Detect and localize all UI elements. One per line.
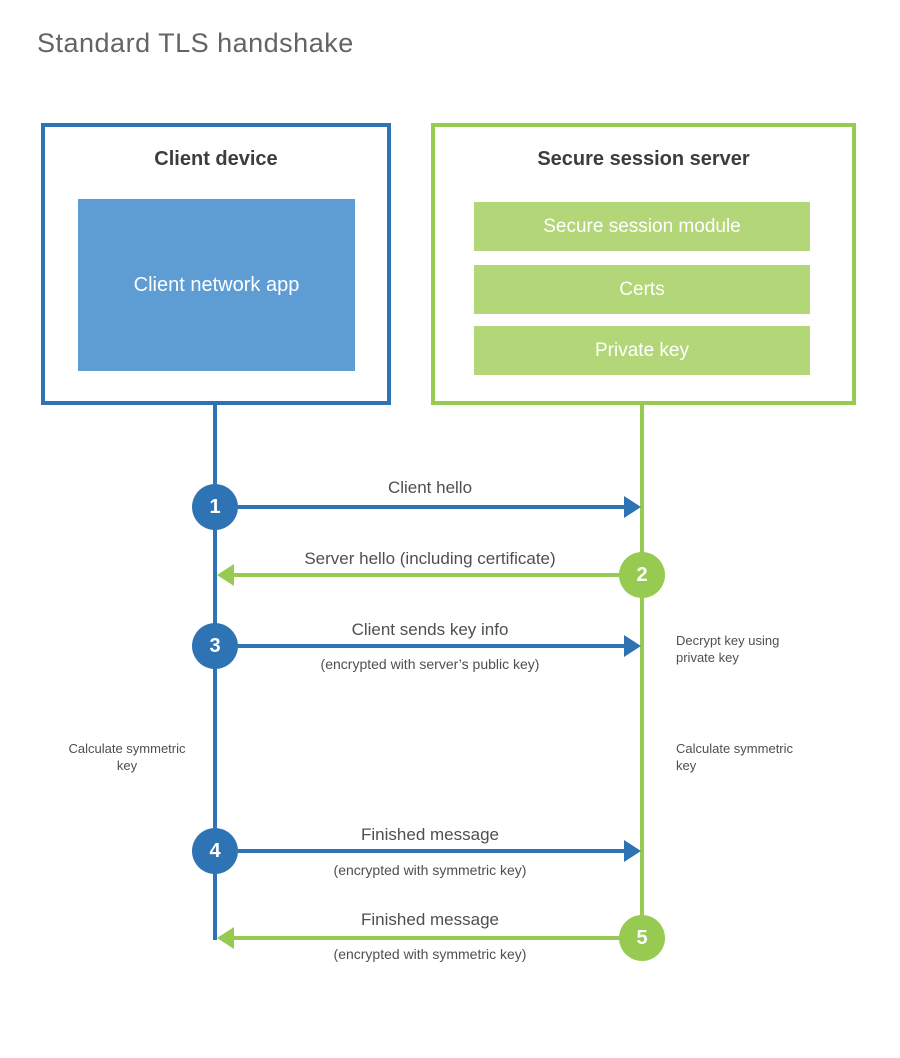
message-label-1: Client hello	[387, 478, 473, 497]
message-arrow-5	[233, 936, 620, 940]
arrowhead-left-icon	[217, 927, 234, 949]
calculate-symmetric-key-note-client: Calculate symmetric key	[68, 741, 186, 774]
private-key-bar: Private key	[474, 326, 810, 375]
message-arrow-2	[233, 573, 620, 577]
secure-session-module-label: Secure session module	[543, 215, 741, 237]
arrowhead-left-icon	[217, 564, 234, 586]
arrowhead-right-icon	[624, 496, 641, 518]
message-sublabel-5: (encrypted with symmetric key)	[333, 946, 527, 962]
certs-bar: Certs	[474, 265, 810, 314]
message-label-2: Server hello (including certificate)	[304, 549, 556, 568]
message-arrow-1	[238, 505, 624, 509]
message-sublabel-4: (encrypted with symmetric key)	[333, 862, 527, 878]
message-sublabel-3: (encrypted with server’s public key)	[320, 656, 540, 672]
secure-session-module-bar: Secure session module	[474, 202, 810, 251]
arrowhead-right-icon	[624, 840, 641, 862]
message-arrow-3	[238, 644, 624, 648]
step-badge-4: 4	[192, 828, 238, 874]
certs-label: Certs	[619, 278, 665, 300]
message-label-3: Client sends key info	[351, 620, 509, 639]
message-label-4: Finished message	[361, 825, 499, 844]
client-device-box: Client device Client network app	[41, 123, 391, 405]
client-network-app-label: Client network app	[133, 273, 300, 296]
message-arrow-4	[238, 849, 624, 853]
step-badge-1: 1	[192, 484, 238, 530]
client-device-title: Client device	[154, 148, 278, 170]
secure-session-server-title: Secure session server	[537, 148, 750, 170]
step-badge-5: 5	[619, 915, 665, 961]
decrypt-key-note: Decrypt key using private key	[676, 633, 780, 666]
step-badge-3: 3	[192, 623, 238, 669]
page-title: Standard TLS handshake	[37, 28, 354, 58]
secure-session-server-box: Secure session server Secure session mod…	[431, 123, 856, 405]
private-key-label: Private key	[595, 339, 689, 361]
message-label-5: Finished message	[361, 910, 499, 929]
client-network-app-box: Client network app	[78, 199, 355, 371]
step-badge-2: 2	[619, 552, 665, 598]
arrowhead-right-icon	[624, 635, 641, 657]
server-lifeline	[640, 405, 644, 938]
calculate-symmetric-key-note-server: Calculate symmetric key	[676, 741, 794, 774]
client-lifeline	[213, 405, 217, 940]
